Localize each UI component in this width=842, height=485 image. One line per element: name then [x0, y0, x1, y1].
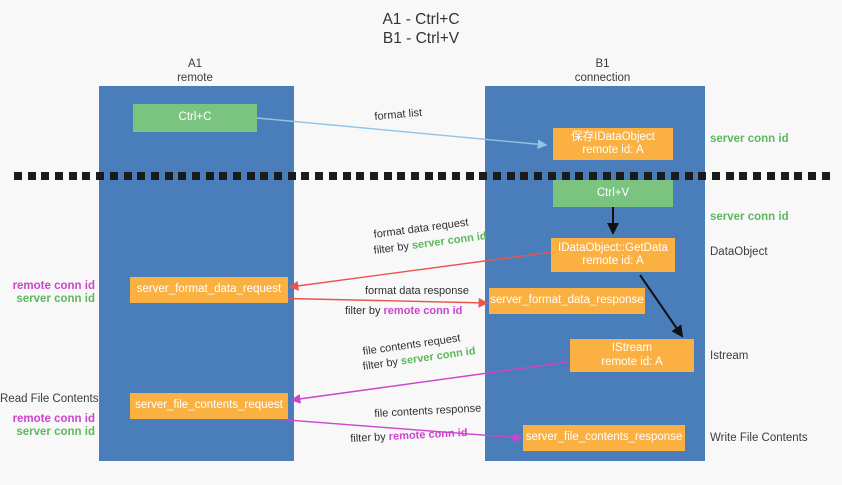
edge-label-file-contents-response: file contents response: [374, 402, 482, 420]
left-label-file-server-conn-id: server conn id: [16, 426, 95, 438]
node-istream-remote-id: remote id: A: [601, 355, 663, 368]
node-ctrl-c-label: Ctrl+C: [178, 111, 212, 124]
node-save-idataobject-remote-id: remote id: A: [582, 144, 644, 156]
node-server-file-contents-request[interactable]: server_file_contents_request: [130, 393, 288, 419]
phase-separator: [14, 172, 830, 180]
node-server-format-data-response-label: server_format_data_response: [490, 294, 644, 307]
node-idataobject-getdata[interactable]: IDataObject::GetData remote id: A: [551, 238, 675, 272]
node-server-file-contents-request-label: server_file_contents_request: [135, 399, 283, 412]
edge-label-format-data-response: format data response: [365, 285, 469, 297]
filter-prefix: filter by: [373, 239, 413, 257]
lane-header-a1: A1 remote: [130, 58, 260, 85]
lane-header-b1-sub: connection: [574, 71, 631, 84]
left-label-format-remote-conn-id: remote conn id: [12, 280, 95, 292]
left-label-read-file-contents: Read File Contents: [0, 393, 99, 405]
left-label-file-remote-conn-id: remote conn id: [12, 413, 95, 425]
node-ctrl-v[interactable]: Ctrl+V: [553, 180, 673, 207]
node-server-format-data-request-label: server_format_data_request: [136, 283, 282, 296]
node-save-idataobject[interactable]: 保存IDataObject remote id: A: [553, 128, 673, 160]
edge-label-file-contents-response-filter: filter by remote conn id: [350, 427, 468, 445]
filter-prefix: filter by: [345, 305, 384, 317]
right-label-server-conn-id-mid: server conn id: [710, 211, 789, 223]
node-idataobject-getdata-remote-id: remote id: A: [582, 255, 644, 267]
right-label-dataobject: DataObject: [710, 246, 768, 258]
right-label-write-file-contents: Write File Contents: [710, 432, 808, 444]
node-server-file-contents-response-label: server_file_contents_response: [525, 431, 683, 444]
filter-prefix: filter by: [350, 430, 390, 445]
right-label-server-conn-id-top: server conn id: [710, 133, 789, 145]
node-istream-title: IStream: [611, 342, 653, 354]
node-ctrl-c[interactable]: Ctrl+C: [133, 104, 257, 132]
edge-label-format-data-response-filter: filter by remote conn id: [345, 305, 462, 317]
edge-label-format-list: format list: [374, 106, 423, 123]
diagram-title: A1 - Ctrl+C B1 - Ctrl+V: [382, 11, 460, 47]
filter-key-remote-conn-id: remote conn id: [383, 305, 463, 317]
filter-key-remote-conn-id: remote conn id: [388, 426, 468, 443]
right-label-istream: Istream: [710, 350, 749, 362]
lane-header-b1: B1 connection: [530, 58, 675, 85]
node-server-file-contents-response[interactable]: server_file_contents_response: [523, 425, 685, 451]
node-save-idataobject-title: 保存IDataObject: [571, 130, 655, 143]
left-label-format-server-conn-id: server conn id: [16, 293, 95, 305]
lane-header-b1-name: B1: [595, 58, 610, 70]
node-idataobject-getdata-title: IDataObject::GetData: [558, 241, 668, 254]
node-ctrl-v-label: Ctrl+V: [596, 186, 630, 199]
filter-prefix: filter by: [362, 355, 402, 373]
node-istream[interactable]: IStream remote id: A: [570, 339, 694, 372]
node-server-format-data-response[interactable]: server_format_data_response: [489, 288, 645, 314]
lane-header-a1-sub: remote: [177, 71, 213, 84]
lane-header-a1-name: A1: [187, 58, 203, 70]
node-server-format-data-request[interactable]: server_format_data_request: [130, 277, 288, 303]
